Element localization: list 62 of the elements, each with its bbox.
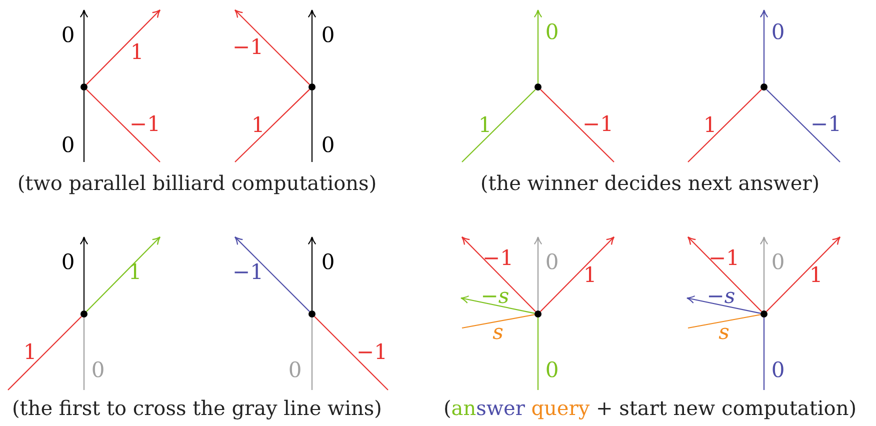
caption: (the first to cross the gray line wins) xyxy=(12,397,382,419)
edge-label: 0 xyxy=(771,359,785,381)
line xyxy=(763,318,765,390)
edge-label: s xyxy=(492,321,504,343)
collision-dot xyxy=(534,310,542,318)
edge-label: −s xyxy=(480,285,510,307)
line xyxy=(311,90,313,162)
edge-label: 0 xyxy=(321,134,335,156)
caption: (two parallel billiard computations) xyxy=(17,172,377,194)
edge-label: −1 xyxy=(232,261,264,283)
line xyxy=(234,89,310,162)
line xyxy=(83,90,85,162)
collision-dot xyxy=(760,84,768,90)
collision-dot xyxy=(308,84,316,90)
line xyxy=(537,318,539,390)
edge-label: 0 xyxy=(61,251,75,273)
line xyxy=(688,314,761,329)
edge-label: −1 xyxy=(810,113,842,135)
edge-label: −1 xyxy=(708,247,740,269)
edge-label: 1 xyxy=(23,341,37,363)
edge-label: 0 xyxy=(61,24,75,46)
edge-label: 1 xyxy=(583,264,597,286)
edge-label: 0 xyxy=(91,359,105,381)
line xyxy=(311,318,313,390)
edge-label: 0 xyxy=(321,24,335,46)
edge-label: 1 xyxy=(130,41,144,63)
line xyxy=(688,89,762,162)
line xyxy=(314,316,388,390)
edge-label: 0 xyxy=(771,21,785,43)
line xyxy=(86,89,160,162)
edge-label: −1 xyxy=(582,113,614,135)
edge-label: −1 xyxy=(356,341,388,363)
edge-label: 1 xyxy=(809,264,823,286)
edge-label: s xyxy=(718,321,730,343)
edge-label: 1 xyxy=(703,114,717,136)
edge-label: 1 xyxy=(128,261,142,283)
edge-label: −1 xyxy=(130,113,160,135)
edge-label: −s xyxy=(706,285,736,307)
edge-label: −1 xyxy=(482,247,514,269)
collision-dot xyxy=(534,84,542,90)
collision-dot xyxy=(80,310,88,318)
edge-label: 0 xyxy=(545,251,559,273)
line xyxy=(83,318,85,390)
line xyxy=(8,316,82,390)
edge-label: 0 xyxy=(545,359,559,381)
caption: (answer query + start new computation) xyxy=(443,397,857,419)
edge-label: 0 xyxy=(321,251,335,273)
line xyxy=(540,89,614,162)
collision-dot xyxy=(308,310,316,318)
line xyxy=(462,89,536,162)
edge-label: 0 xyxy=(288,359,302,381)
line xyxy=(462,314,535,329)
edge-label: 0 xyxy=(771,251,785,273)
edge-label: 1 xyxy=(251,114,265,136)
collision-dot xyxy=(80,84,88,90)
line xyxy=(766,89,840,162)
caption: (the winner decides next answer) xyxy=(480,172,820,194)
edge-label: 1 xyxy=(478,114,492,136)
collision-dot xyxy=(760,310,768,318)
edge-label: −1 xyxy=(232,36,264,58)
edge-label: 0 xyxy=(61,134,75,156)
edge-label: 0 xyxy=(545,21,559,43)
